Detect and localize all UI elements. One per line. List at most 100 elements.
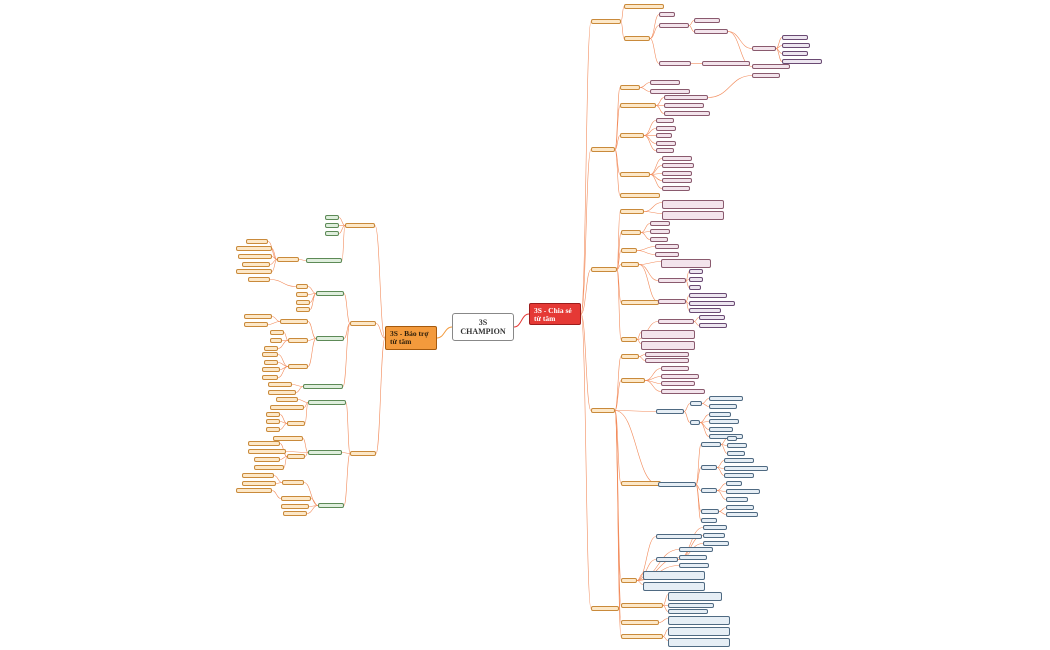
topic-node[interactable]	[724, 466, 768, 471]
topic-node[interactable]	[662, 171, 692, 176]
topic-node[interactable]	[690, 420, 700, 425]
topic-node[interactable]	[668, 638, 730, 647]
topic-node[interactable]	[726, 481, 742, 486]
topic-node[interactable]	[668, 627, 730, 636]
topic-node[interactable]	[621, 603, 663, 608]
topic-node[interactable]	[621, 248, 637, 253]
topic-node[interactable]	[650, 89, 690, 94]
topic-node[interactable]	[620, 209, 644, 214]
topic-node[interactable]	[664, 111, 710, 116]
topic-node[interactable]	[621, 262, 639, 267]
topic-node[interactable]	[621, 354, 639, 359]
topic-node[interactable]	[643, 582, 705, 591]
topic-node[interactable]	[318, 503, 344, 508]
topic-node[interactable]	[679, 547, 713, 552]
topic-node[interactable]	[308, 400, 346, 405]
topic-node[interactable]	[703, 533, 725, 538]
topic-node[interactable]	[270, 330, 284, 335]
topic-node[interactable]	[624, 36, 650, 41]
topic-node[interactable]	[703, 541, 729, 546]
topic-node[interactable]	[236, 269, 272, 274]
topic-node[interactable]	[650, 221, 670, 226]
topic-node[interactable]	[621, 300, 659, 305]
topic-node[interactable]	[656, 557, 678, 562]
topic-node[interactable]	[661, 259, 711, 268]
topic-node[interactable]	[782, 51, 808, 56]
topic-node[interactable]	[620, 193, 660, 198]
topic-node[interactable]	[664, 95, 708, 100]
topic-node[interactable]	[621, 481, 661, 486]
topic-node[interactable]	[283, 511, 307, 516]
topic-node[interactable]	[645, 352, 689, 357]
topic-node[interactable]	[701, 518, 717, 523]
topic-node[interactable]	[641, 330, 695, 339]
topic-node[interactable]	[662, 163, 694, 168]
topic-node[interactable]	[288, 364, 308, 369]
topic-node[interactable]	[782, 43, 810, 48]
topic-node[interactable]	[655, 252, 679, 257]
topic-node[interactable]	[650, 237, 668, 242]
topic-node[interactable]	[281, 496, 311, 501]
topic-node[interactable]	[325, 215, 339, 220]
topic-node[interactable]	[662, 186, 690, 191]
topic-node[interactable]	[282, 480, 304, 485]
topic-node[interactable]	[591, 147, 615, 152]
topic-node[interactable]	[662, 211, 724, 220]
topic-node[interactable]	[266, 419, 280, 424]
topic-node[interactable]	[656, 141, 676, 146]
topic-node[interactable]	[296, 300, 310, 305]
topic-node[interactable]	[591, 606, 619, 611]
topic-node[interactable]	[308, 450, 342, 455]
topic-node[interactable]	[701, 488, 717, 493]
topic-node[interactable]	[694, 29, 728, 34]
topic-node[interactable]	[244, 314, 272, 319]
topic-node[interactable]	[296, 284, 308, 289]
topic-node[interactable]	[273, 436, 303, 441]
topic-node[interactable]	[591, 267, 617, 272]
topic-node[interactable]	[248, 449, 286, 454]
topic-node[interactable]	[276, 397, 298, 402]
topic-node[interactable]	[236, 246, 272, 251]
topic-node[interactable]	[701, 465, 717, 470]
topic-node[interactable]	[296, 307, 310, 312]
topic-node[interactable]	[656, 126, 676, 131]
topic-node[interactable]	[752, 73, 780, 78]
topic-node[interactable]	[620, 172, 650, 177]
topic-node[interactable]	[262, 367, 280, 372]
topic-node[interactable]	[679, 555, 707, 560]
topic-node[interactable]	[661, 389, 705, 394]
topic-node[interactable]	[650, 80, 680, 85]
topic-node[interactable]	[658, 278, 686, 283]
topic-node[interactable]	[270, 405, 304, 410]
topic-node[interactable]	[280, 319, 308, 324]
topic-node[interactable]	[621, 634, 663, 639]
topic-node[interactable]	[242, 481, 276, 486]
topic-node[interactable]	[659, 23, 689, 28]
topic-node[interactable]	[345, 223, 375, 228]
topic-node[interactable]	[689, 293, 727, 298]
topic-node[interactable]	[689, 277, 703, 282]
topic-node[interactable]	[238, 254, 272, 259]
topic-node[interactable]	[325, 223, 339, 228]
main-topic-bao-tro-tu-tam[interactable]: 3S - Bảo trợ từ tâm	[385, 326, 437, 350]
topic-node[interactable]	[248, 441, 280, 446]
topic-node[interactable]	[591, 408, 615, 413]
topic-node[interactable]	[621, 337, 637, 342]
topic-node[interactable]	[266, 412, 280, 417]
topic-node[interactable]	[620, 85, 640, 90]
topic-node[interactable]	[350, 321, 376, 326]
topic-node[interactable]	[702, 61, 750, 66]
topic-node[interactable]	[288, 338, 308, 343]
topic-node[interactable]	[782, 35, 808, 40]
topic-node[interactable]	[662, 200, 724, 209]
topic-node[interactable]	[287, 421, 305, 426]
topic-node[interactable]	[641, 341, 695, 350]
topic-node[interactable]	[277, 257, 299, 262]
topic-node[interactable]	[689, 285, 701, 290]
topic-node[interactable]	[661, 381, 695, 386]
topic-node[interactable]	[350, 451, 376, 456]
topic-node[interactable]	[662, 156, 692, 161]
topic-node[interactable]	[316, 336, 344, 341]
topic-node[interactable]	[689, 308, 721, 313]
topic-node[interactable]	[752, 64, 790, 69]
